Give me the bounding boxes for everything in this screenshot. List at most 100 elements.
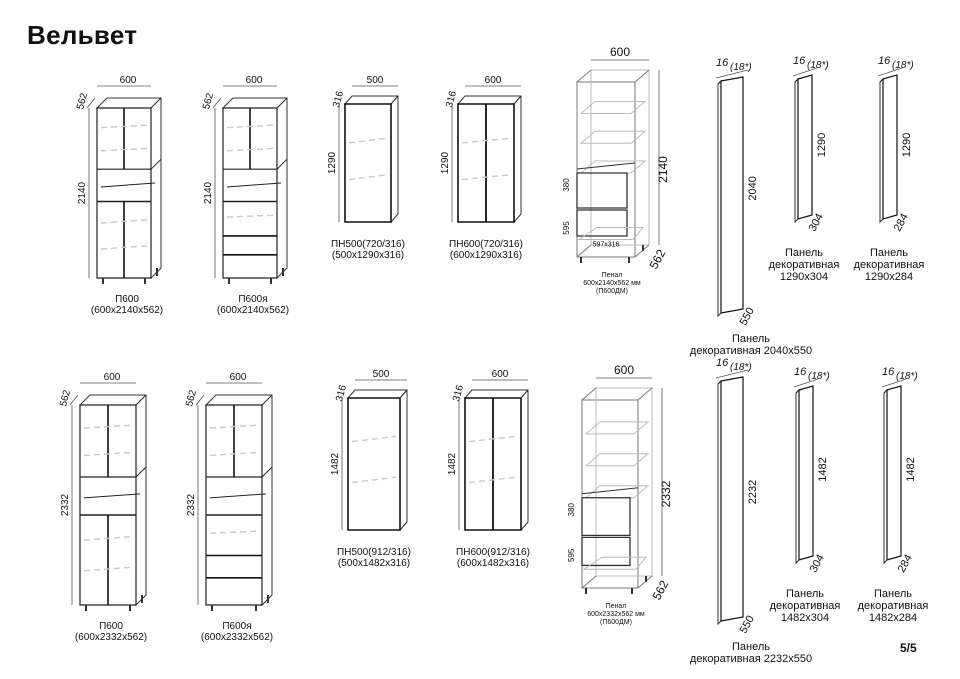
height-dim: 2332 (659, 480, 673, 507)
model-name: ПН600(912/316) (456, 547, 530, 558)
height-dim: 1290 (816, 133, 828, 157)
thickness-dim: 16 (794, 366, 807, 378)
page-title: Вельвет (27, 20, 138, 50)
width-dim: 600 (230, 372, 247, 383)
hidden-shelf-line (226, 124, 274, 129)
panel-label: 1290х304 (780, 271, 828, 283)
panel-label: декоративная (854, 259, 925, 271)
thickness-alt-dim: (18*) (896, 371, 918, 382)
thickness-dim: 16 (716, 357, 729, 369)
hidden-shelf-line (83, 424, 133, 429)
penal-edge (634, 69, 650, 83)
height-dim: 2140 (656, 156, 670, 183)
model-name: П600я (238, 294, 267, 305)
line (261, 466, 273, 478)
niche-dim: 380 (567, 503, 576, 517)
hidden-shelf-line (468, 435, 518, 443)
panel-label: Панель (786, 588, 824, 600)
model-size: (500х1482х316) (338, 558, 410, 569)
model-name: ПН600(720/316) (449, 239, 523, 250)
penal-shelf (584, 421, 650, 435)
page-number: 5/5 (900, 641, 917, 655)
panel-label: 1482х284 (869, 612, 917, 624)
niche-outline (581, 536, 631, 567)
thickness-dim: 16 (793, 55, 806, 67)
penal-edge (637, 387, 653, 401)
hidden-shelf-line (100, 147, 148, 152)
hidden-shelf-line (83, 566, 133, 572)
model-size: (600х2332х562) (201, 632, 273, 643)
width-dim: 500 (367, 75, 384, 86)
penal-back (595, 387, 653, 577)
penal-shelf (579, 101, 647, 114)
depth-dim: 562 (650, 578, 672, 603)
width-dim: 500 (373, 369, 390, 380)
base-drawer (577, 227, 645, 240)
height-dim: 2140 (203, 181, 214, 204)
dim-line-thick (881, 378, 907, 388)
inner-dim: 597х316 (593, 242, 620, 249)
model-code: (П600ДМ) (600, 619, 632, 626)
line (100, 182, 156, 188)
depth-dim: 562 (184, 388, 199, 407)
dim-line-depth (212, 97, 222, 109)
depth-dim: 316 (334, 383, 349, 402)
hidden-shelf-line (226, 214, 274, 218)
hidden-shelf-line (100, 245, 148, 250)
panel-label: 1290х284 (865, 271, 913, 283)
height-dim: 1290 (901, 133, 913, 157)
width-dim: 600 (104, 372, 121, 383)
line (883, 389, 888, 394)
model-code: (П600ДМ) (596, 288, 628, 295)
penal-shelf (584, 453, 650, 467)
line (226, 182, 282, 188)
base-drawer (582, 556, 648, 570)
panel-label: 1482х304 (781, 612, 829, 624)
hidden-shelf-line (100, 219, 148, 224)
line (717, 380, 722, 385)
depth-dim: 316 (331, 89, 346, 108)
hidden-shelf-line (209, 530, 259, 534)
panel-label: Панель (732, 641, 770, 653)
thickness-alt-dim: (18*) (892, 60, 914, 71)
line (276, 97, 288, 109)
line (399, 389, 408, 399)
width-dim: 600 (246, 75, 263, 86)
line (83, 493, 141, 499)
width-dim: 600 (610, 45, 630, 59)
hidden-shelf-line (461, 137, 511, 144)
panel-face (882, 74, 898, 220)
hidden-shelf-line (100, 124, 148, 129)
model-name: Пенал (606, 603, 627, 610)
model-name: П600 (99, 621, 123, 632)
model-size: 600х2332х562 мм (587, 611, 645, 618)
dim-line-thick (715, 69, 749, 79)
height-dim: 1482 (905, 457, 917, 481)
panel-label: декоративная (858, 600, 929, 612)
panel-label: Панель (785, 247, 823, 259)
line (150, 158, 162, 170)
niche-top (581, 487, 639, 495)
hidden-shelf-line (83, 451, 133, 457)
cabinet-front (344, 103, 392, 223)
line (261, 394, 273, 406)
depth-dim: 562 (75, 91, 90, 110)
height-dim: 1290 (327, 151, 338, 174)
panel-face (720, 76, 744, 314)
penal-shelf (584, 485, 650, 499)
niche-dim: 595 (562, 221, 571, 235)
panel-label: декоративная (769, 259, 840, 271)
panel-label: декоративная 2232х550 (690, 653, 812, 665)
hidden-shelf-line (351, 476, 397, 484)
hidden-shelf-line (83, 535, 133, 541)
line (390, 95, 399, 105)
thickness-dim: 16 (716, 57, 729, 69)
dim-line-thick (793, 378, 819, 388)
panel-label: декоративная (770, 600, 841, 612)
